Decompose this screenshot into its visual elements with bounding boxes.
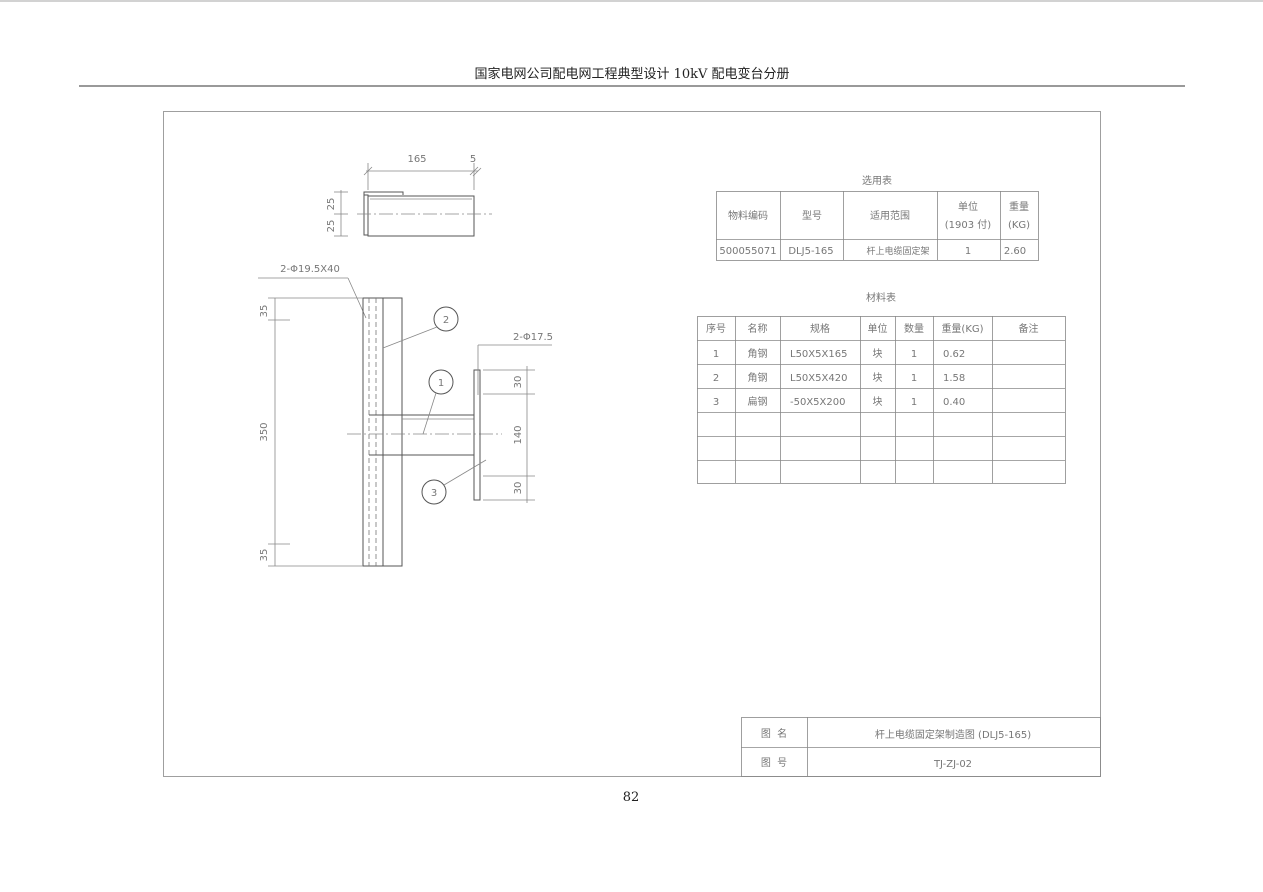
material-cell: 块 (873, 348, 883, 360)
hole-note-left: 2-Φ19.5X40 (280, 264, 340, 275)
material-cell: 扁钢 (748, 395, 768, 408)
material-cell: 0.40 (943, 397, 965, 408)
material-cell: 角钢 (748, 371, 768, 384)
material-header-cell: 数量 (904, 322, 924, 335)
material-cell: 块 (873, 372, 883, 384)
dim-165: 165 (407, 154, 426, 165)
material-cell: 角钢 (748, 347, 768, 360)
material-cell: 0.62 (943, 349, 965, 360)
drawing-name-label: 图 名 (761, 727, 787, 740)
dim-5: 5 (470, 154, 476, 165)
dim-25-lower: 25 (326, 220, 337, 233)
drawing-frame (163, 111, 1101, 777)
sel-header-scope: 适用范围 (870, 209, 910, 222)
sel-header-code: 物料编码 (728, 209, 768, 222)
material-cell: 1 (911, 373, 917, 384)
dim-25-upper: 25 (326, 198, 337, 211)
sel-header-unit-sub: (1903 付) (945, 218, 992, 231)
callout-1: 1 (438, 378, 444, 389)
material-cell: 1 (911, 349, 917, 360)
material-cell: 1.58 (943, 373, 965, 384)
material-header-cell: 序号 (706, 322, 726, 335)
sel-cell-weight: 2.60 (1004, 246, 1026, 257)
callout-2: 2 (443, 315, 449, 326)
title-block: 图 名 杆上电缆固定架制造图 (DLJ5-165) 图 号 TJ-ZJ-02 (741, 717, 1101, 777)
selection-table-title: 选用表 (862, 174, 892, 187)
dim-left-350: 350 (259, 422, 270, 441)
material-cell: 块 (873, 396, 883, 408)
material-cell: L50X5X165 (790, 349, 847, 360)
hole-note-right: 2-Φ17.5 (513, 332, 553, 343)
sel-header-weight: 重量 (1009, 200, 1029, 213)
material-header-cell: 备注 (1019, 322, 1039, 335)
material-header-cell: 单位 (868, 322, 888, 335)
material-table: 材料表 序号 名称 规格 单位 数量 重量(KG) 备注 1 角钢 L50X5X165 块 1 0.62… (697, 291, 1066, 484)
dim-left-35-bottom: 35 (259, 549, 270, 562)
material-header-cell: 重量(KG) (941, 322, 983, 335)
drawing-name-value: 杆上电缆固定架制造图 (DLJ5-165) (875, 728, 1031, 741)
material-table-title: 材料表 (866, 291, 896, 304)
sel-cell-unit: 1 (965, 246, 971, 257)
dim-right-30-bottom: 30 (513, 482, 524, 495)
sel-cell-code: 500055071 (719, 246, 776, 257)
sel-header-unit: 单位 (958, 200, 978, 213)
page-header-title: 国家电网公司配电网工程典型设计 10kV 配电变台分册 (474, 66, 789, 82)
selection-table: 选用表 物料编码 型号 适用范围 单位 (1903 付) 重量 (KG) 500… (716, 174, 1039, 261)
sel-cell-scope: 杆上电缆固定架 (866, 245, 929, 257)
material-cell: 2 (713, 373, 719, 384)
drawing-number-value: TJ-ZJ-02 (933, 759, 972, 770)
elevation-view: 2-Φ19.5X40 2-Φ17.5 2 1 3 35 350 35 (258, 264, 553, 567)
page-number: 82 (623, 790, 640, 805)
dim-right-30-top: 30 (513, 376, 524, 389)
sel-header-model: 型号 (802, 209, 822, 222)
material-cell: L50X5X420 (790, 373, 847, 384)
sel-cell-model: DLJ5-165 (788, 246, 833, 257)
material-cell: 1 (911, 397, 917, 408)
dim-left-35-top: 35 (259, 305, 270, 318)
drawing-number-label: 图 号 (761, 757, 787, 769)
callout-3: 3 (431, 488, 437, 499)
material-header-cell: 名称 (748, 322, 768, 335)
material-header-cell: 规格 (810, 322, 830, 335)
dim-right-140: 140 (513, 425, 524, 444)
sel-header-weight-sub: (KG) (1008, 220, 1030, 231)
material-cell: 1 (713, 349, 719, 360)
top-view: 165 5 25 25 (326, 154, 492, 237)
material-cell: -50X5X200 (790, 397, 845, 408)
material-cell: 3 (713, 397, 719, 408)
